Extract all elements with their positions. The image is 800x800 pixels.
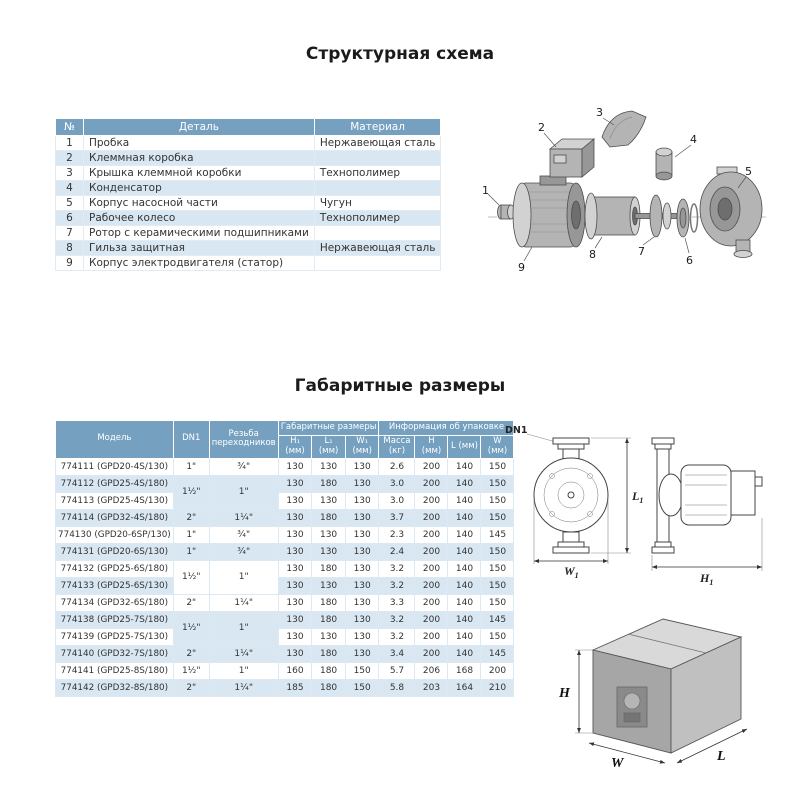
dims-header-pack-group: Информация об упаковке [378, 420, 515, 436]
l1-dim-label: L1 [631, 489, 643, 505]
part-label-2: 2 [538, 121, 545, 134]
parts-header-material: Материал [313, 118, 442, 136]
pump-housing-part [699, 166, 763, 258]
part-label-6: 6 [686, 254, 693, 267]
h1-dim-label: H1 [699, 571, 713, 587]
parts-header-part: Деталь [83, 118, 315, 136]
part-label-5: 5 [745, 165, 752, 178]
motor-housing-part [512, 175, 586, 248]
part-label-7: 7 [638, 245, 645, 258]
impeller-part [676, 198, 699, 238]
dims-header-h1: H₁ (мм) [277, 435, 313, 459]
box-l-label: L [716, 749, 726, 764]
part-label-8: 8 [589, 248, 596, 261]
capacitor-part [655, 147, 673, 181]
section1-title: Структурная схема [305, 44, 495, 64]
dims-header-l1: L₁ (мм) [311, 435, 346, 459]
box-h-label: H [558, 686, 571, 701]
part-label-3: 3 [596, 106, 603, 119]
dims-header-mass: Масса (кг) [378, 435, 416, 459]
dimension-drawings: DN1 L1 W1 [505, 425, 763, 587]
exploded-diagram: 1 2 3 4 5 6 7 8 9 [482, 106, 766, 274]
package-box-drawing: H W L [558, 618, 748, 770]
terminal-box-part [548, 138, 596, 178]
package-box [591, 618, 743, 754]
terminal-box-cover-part [601, 110, 647, 148]
dims-header-w1: W₁ (мм) [344, 435, 380, 459]
dims-table-header-groups: Модель DN1 Резьба переходников Габаритны… [55, 420, 515, 459]
dims-header-l: L (мм) [447, 435, 482, 459]
protective-sleeve-part [584, 192, 641, 240]
box-w-label: W [611, 756, 625, 770]
part-label-9: 9 [518, 261, 525, 274]
dn1-label: DN1 [505, 425, 527, 436]
rotor-part [634, 194, 678, 238]
pump-front-view [533, 437, 609, 554]
pump-side-view [651, 437, 763, 554]
dims-header-dims-group: Габаритные размеры [277, 420, 380, 436]
dims-table: Модель DN1 Резьба переходников Габаритны… [55, 420, 515, 697]
parts-header-num: № [55, 118, 84, 136]
plug-part [497, 204, 515, 220]
dims-header-dn1: DN1 [172, 420, 210, 459]
dims-table-header-sub: H₁ (мм) L₁ (мм) W₁ (мм) Масса (кг) H (мм… [56, 435, 515, 459]
dims-header-h: H (мм) [414, 435, 449, 459]
parts-table-header: № Деталь Материал [55, 118, 442, 136]
dims-header-model: Модель [55, 420, 174, 459]
part-label-1: 1 [482, 184, 489, 197]
w1-dim-label: W1 [564, 564, 579, 580]
part-label-4: 4 [690, 133, 697, 146]
section2-title: Габаритные размеры [294, 376, 506, 396]
dims-header-w: W (мм) [480, 435, 515, 459]
dims-header-thread: Резьба переходников [208, 420, 279, 459]
